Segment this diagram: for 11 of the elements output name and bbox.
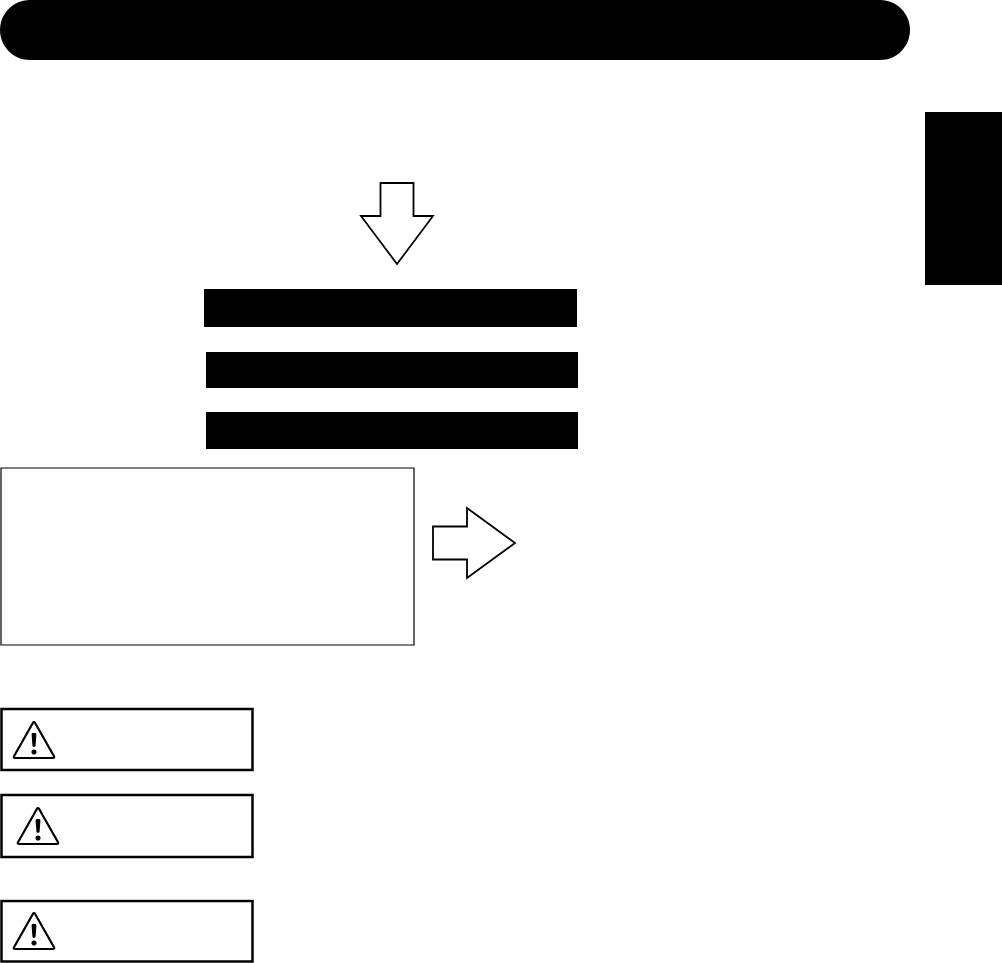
block-arrow <box>359 182 435 266</box>
heading-bar <box>206 412 578 449</box>
warning-box <box>0 707 254 772</box>
side-tab <box>925 112 1002 285</box>
heading-bar <box>204 289 577 327</box>
title-band <box>0 0 910 60</box>
warning-box <box>0 793 254 859</box>
warning-box <box>0 899 254 963</box>
block-arrow <box>432 506 517 580</box>
heading-bar <box>206 352 578 388</box>
text-frame <box>0 467 415 646</box>
